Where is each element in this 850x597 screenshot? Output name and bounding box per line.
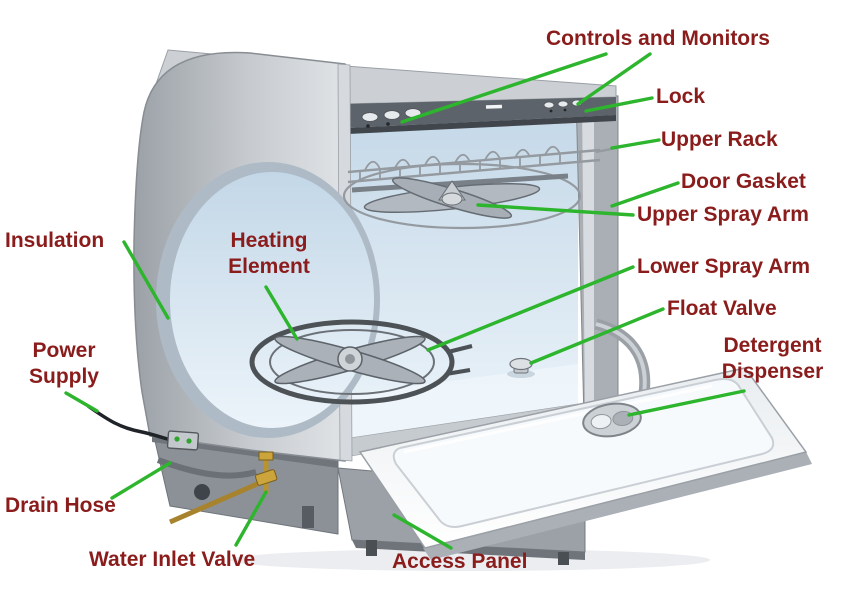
- water-inlet-valve: [169, 451, 278, 525]
- leader-drain-hose: [110, 461, 172, 500]
- label-lock: Lock: [656, 85, 706, 108]
- leader-float-valve: [529, 307, 665, 365]
- label-lower-spray-arm: Lower Spray Arm: [637, 255, 811, 278]
- label-door-gasket: Door Gasket: [681, 170, 806, 193]
- label-water-inlet-valve: Water Inlet Valve: [89, 548, 256, 571]
- leader-upper-rack: [610, 138, 661, 150]
- label-detergent-dispenser: Detergent Dispenser: [721, 334, 824, 384]
- leader-water-inlet-valve: [234, 490, 268, 547]
- label-power-supply: Power Supply: [28, 339, 99, 389]
- power-supply-cord: [86, 404, 200, 451]
- leader-controls-and-monitors-1: [400, 52, 608, 124]
- door-gasket-frame: [575, 91, 619, 421]
- leader-door-gasket: [610, 181, 680, 208]
- label-heating-element: Heating Element: [228, 229, 310, 279]
- label-upper-spray-arm: Upper Spray Arm: [637, 203, 809, 226]
- leader-heating-element: [264, 285, 299, 341]
- leader-upper-spray-arm: [476, 203, 635, 217]
- label-float-valve: Float Valve: [667, 297, 777, 320]
- open-door: [358, 367, 812, 560]
- heating-element: [249, 319, 473, 405]
- leader-lines: [64, 52, 746, 550]
- leader-detergent-dispenser: [627, 389, 746, 417]
- leader-controls-and-monitors-2: [576, 52, 652, 106]
- leader-power-supply: [64, 391, 99, 413]
- lock-latch: [543, 101, 555, 109]
- leader-lower-spray-arm: [426, 265, 635, 352]
- leader-lock: [584, 96, 654, 113]
- label-upper-rack: Upper Rack: [661, 128, 778, 151]
- label-drain-hose: Drain Hose: [5, 494, 116, 517]
- label-controls-and-monitors: Controls and Monitors: [546, 27, 770, 50]
- lower-spray-arm: [274, 335, 426, 385]
- leader-access-panel: [392, 513, 453, 550]
- leader-insulation: [122, 240, 170, 320]
- upper-spray-arm: [351, 173, 569, 219]
- floor-shadow: [230, 549, 710, 571]
- base-wheel: [194, 484, 210, 500]
- label-insulation: Insulation: [5, 229, 105, 252]
- label-access-panel: Access Panel: [392, 550, 528, 573]
